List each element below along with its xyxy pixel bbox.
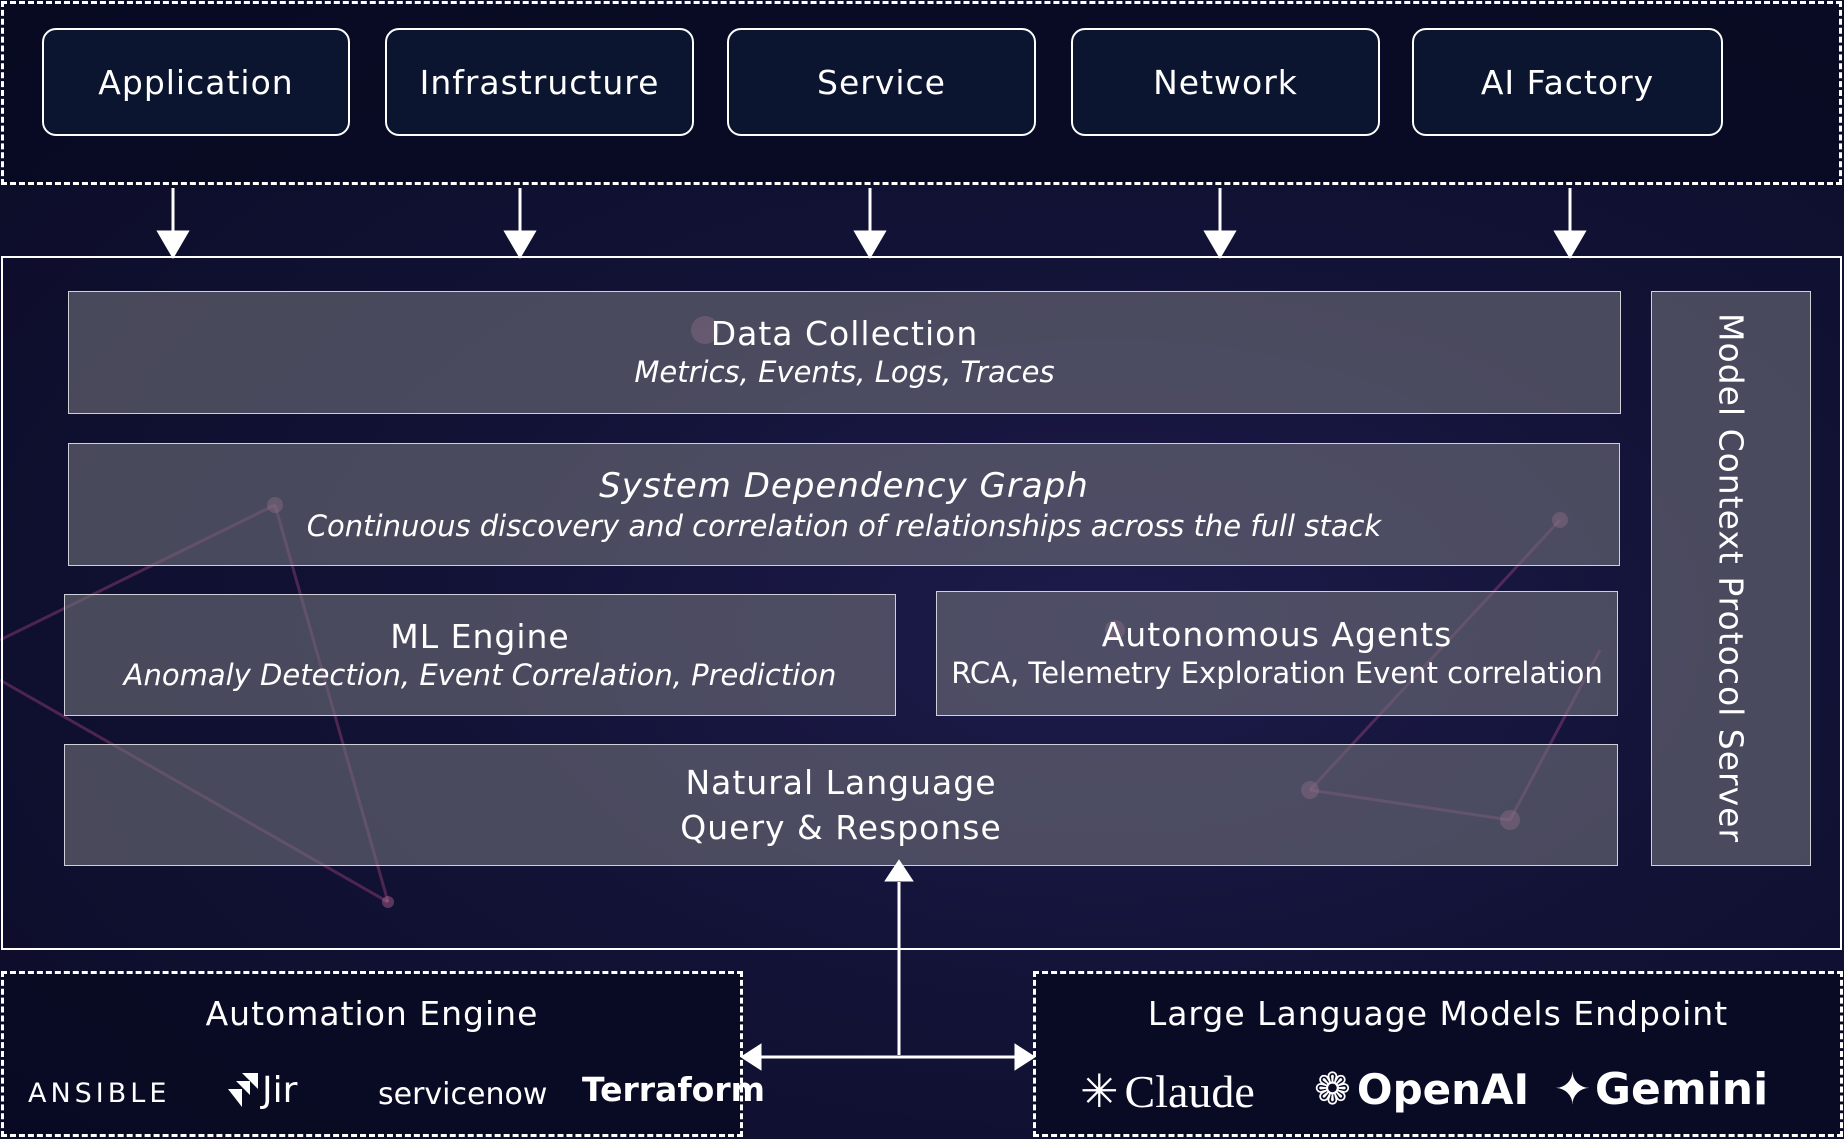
servicenow-logo: servicenow [378, 1077, 548, 1112]
source-label: AI Factory [1480, 62, 1655, 102]
platform-frame [1, 256, 1842, 950]
dependency-graph-layer[interactable]: System Dependency Graph Continuous disco… [68, 443, 1620, 566]
layer-subtitle: Metrics, Events, Logs, Traces [634, 355, 1055, 390]
llm-endpoint-title: Large Language Models Endpoint [1147, 994, 1729, 1033]
openai-logo: ❁ OpenAI [1314, 1064, 1530, 1115]
source-application[interactable]: Application [42, 28, 350, 136]
automation-engine-title: Automation Engine [205, 994, 539, 1033]
source-ai-factory[interactable]: AI Factory [1412, 28, 1723, 136]
layer-subtitle: RCA, Telemetry Exploration Event correla… [951, 656, 1603, 691]
ansible-logo: ANSIBLE [28, 1078, 171, 1109]
layer-title: System Dependency Graph [599, 465, 1089, 506]
llm-endpoint-band: Large Language Models Endpoint ✳ Claude … [1033, 971, 1843, 1137]
ml-engine-layer[interactable]: ML Engine Anomaly Detection, Event Corre… [64, 594, 896, 716]
layer-title: Natural Language [685, 762, 997, 802]
layer-subtitle: Anomaly Detection, Event Correlation, Pr… [123, 657, 837, 692]
autonomous-agents-layer[interactable]: Autonomous Agents RCA, Telemetry Explora… [936, 591, 1618, 716]
data-collection-layer[interactable]: Data Collection Metrics, Events, Logs, T… [68, 291, 1621, 414]
jira-logo: Jir [222, 1070, 297, 1111]
layer-title: Data Collection [710, 314, 979, 354]
source-infrastructure[interactable]: Infrastructure [385, 28, 694, 136]
layer-title: ML Engine [390, 616, 570, 656]
source-label: Network [1153, 62, 1298, 102]
layer-title-line2: Query & Response [680, 808, 1002, 847]
gemini-logo: ✦ Gemini [1554, 1064, 1769, 1115]
source-label: Application [98, 62, 294, 102]
terraform-logo: Terraform [582, 1070, 766, 1109]
source-network[interactable]: Network [1071, 28, 1380, 136]
sparkle-icon: ✳ [1080, 1064, 1119, 1118]
gemini-star-icon: ✦ [1554, 1064, 1591, 1115]
openai-knot-icon: ❁ [1314, 1064, 1351, 1115]
source-service[interactable]: Service [727, 28, 1036, 136]
source-label: Service [817, 62, 946, 102]
mcp-server-layer[interactable]: Model Context Protocol Server [1651, 291, 1811, 866]
jira-icon [228, 1072, 258, 1107]
mcp-server-label: Model Context Protocol Server [1711, 313, 1751, 844]
source-label: Infrastructure [419, 62, 660, 102]
claude-logo: ✳ Claude [1080, 1064, 1255, 1118]
automation-engine-band: Automation Engine ANSIBLE Jir servicenow… [1, 971, 765, 1137]
layer-title: Autonomous Agents [1101, 615, 1453, 655]
natural-language-layer[interactable]: Natural Language Query & Response [64, 744, 1618, 866]
layer-subtitle: Continuous discovery and correlation of … [306, 508, 1382, 543]
